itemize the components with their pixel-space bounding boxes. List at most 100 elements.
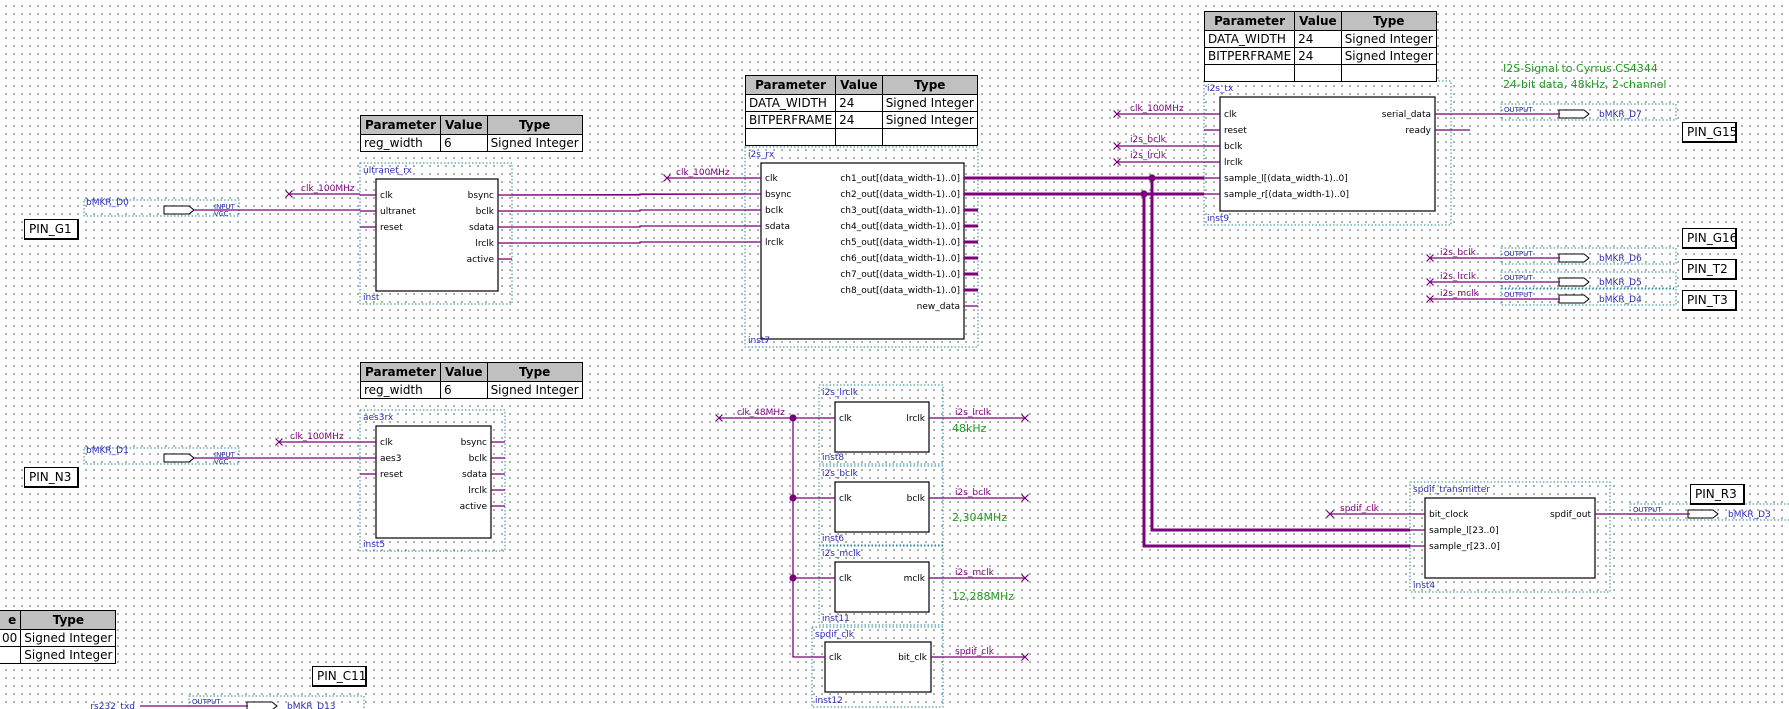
pin-n3[interactable]: PIN_N3	[24, 467, 79, 488]
port-in-label: clk	[839, 414, 852, 424]
param-header: Parameter	[1203, 11, 1296, 31]
value-header: Value	[440, 115, 488, 135]
block-aes3rx-title: aes3rx	[363, 413, 394, 423]
block-i2s-tx-box	[1219, 96, 1436, 212]
port-out-label: lrclk	[906, 414, 925, 424]
net-label: clk_100MHz	[1130, 104, 1184, 114]
param-value: 24	[1294, 47, 1342, 65]
param-type: Signed Integer	[20, 629, 117, 647]
port-in-label: clk	[380, 438, 393, 448]
port-in-label: clk	[839, 494, 852, 504]
block-aes3rx-box	[375, 425, 492, 539]
block-i2s-bclk-box	[834, 481, 930, 533]
port-in-label: lrclk	[1224, 158, 1243, 168]
type-header: Type	[1340, 11, 1437, 31]
block-spdif-clk-inst: inst12	[815, 696, 843, 706]
type-header: Type	[881, 75, 978, 95]
param-name: reg_width	[359, 381, 442, 399]
input-pin-frame	[83, 447, 240, 465]
net-end-mark	[1021, 494, 1029, 502]
pin-t2[interactable]: PIN_T2	[1682, 259, 1737, 280]
param-value: 24	[835, 111, 883, 129]
block-ultranet-rx-box	[375, 178, 499, 292]
block-i2s-mclk-box	[834, 561, 930, 613]
input-pin-vcc: VCC	[214, 458, 229, 466]
param-name: DATA_WIDTH	[1203, 30, 1296, 48]
junction-dot	[1140, 190, 1148, 198]
output-pin-shape	[246, 701, 278, 709]
port-out-label: sdata	[462, 470, 487, 480]
port-in-label: sample_l[(data_width-1)..0]	[1224, 174, 1348, 184]
net-label: i2s_bclk	[955, 488, 992, 498]
pin-r3[interactable]: PIN_R3	[1690, 484, 1745, 505]
block-ultranet-rx-inst: inst	[363, 293, 380, 303]
output-pin-frame	[1500, 103, 1677, 121]
param-name: BITPERFRAME	[1203, 47, 1296, 65]
pin-t3[interactable]: PIN_T3	[1682, 290, 1737, 311]
port-out-label: lrclk	[475, 239, 494, 249]
param-empty	[1203, 64, 1296, 82]
output-pin-shape	[1558, 253, 1590, 263]
pin-c11[interactable]: PIN_C11	[312, 666, 367, 687]
port-out-label: ch1_out[(data_width-1)..0]	[840, 174, 960, 184]
param-value: 00	[0, 629, 22, 647]
wire-ultranet-to-rx	[512, 225, 745, 228]
param-type: Signed Integer	[20, 646, 117, 664]
input-pin-shape	[163, 453, 195, 463]
output-pin-net: bMKR_D5	[1599, 278, 1642, 288]
port-out-label: ready	[1405, 126, 1431, 136]
block-i2s-tx-inst: inst9	[1207, 214, 1229, 224]
port-in-label: sample_r[23..0]	[1429, 542, 1500, 552]
output-pin-type: OUTPUT	[1504, 291, 1533, 299]
wire-ultranet-to-rx	[512, 209, 745, 212]
output-pin-type: OUTPUT	[192, 698, 221, 706]
output-pin-net: bMKR_D7	[1599, 110, 1642, 120]
block-i2s-tx-title: i2s_tx	[1207, 84, 1234, 94]
note-freq-bclk: 2,304MHz	[952, 511, 1008, 524]
block-spdif-clk-box	[824, 641, 932, 693]
output-pin-net: bMKR_D4	[1599, 295, 1642, 305]
net-label: i2s_bclk	[1130, 135, 1167, 145]
port-in-label: clk	[839, 574, 852, 584]
port-in-label: clk	[829, 653, 842, 663]
net-end-mark	[1021, 574, 1029, 582]
port-in-label: reset	[380, 223, 403, 233]
block-spdif-clk-frame	[811, 626, 944, 708]
port-in-label: lrclk	[765, 238, 784, 248]
net-rs232: rs232_txd	[90, 702, 135, 709]
param-type: Signed Integer	[1340, 47, 1437, 65]
input-pin-shape	[163, 205, 195, 215]
port-out-label: bsync	[468, 191, 494, 201]
net-label: spdif_clk	[1340, 504, 1380, 514]
output-pin-type: OUTPUT	[1504, 250, 1533, 258]
port-out-label: bclk	[476, 207, 495, 217]
port-in-label: clk	[765, 174, 778, 184]
bus-ch1-to-spdif	[1150, 178, 1410, 532]
wire-clk48-bus	[792, 418, 812, 658]
param-value: 24	[835, 94, 883, 112]
param-empty	[1340, 64, 1437, 82]
port-out-label: bclk	[469, 454, 488, 464]
pin-g15[interactable]: PIN_G15	[1682, 122, 1737, 143]
port-out-label: ch3_out[(data_width-1)..0]	[840, 206, 960, 216]
net-label: clk_100MHz	[676, 168, 730, 178]
junction-dot	[789, 574, 797, 582]
pin-g16[interactable]: PIN_G16	[1682, 228, 1737, 249]
note-freq-mclk: 12,288MHz	[952, 590, 1015, 603]
net-label: i2s_bclk	[1440, 248, 1477, 258]
block-i2s-rx-inst: inst7	[748, 336, 770, 346]
param-header: e	[0, 610, 22, 630]
port-out-label: ch2_out[(data_width-1)..0]	[840, 190, 960, 200]
pin-g1[interactable]: PIN_G1	[24, 219, 79, 240]
port-out-label: active	[460, 502, 488, 512]
net-label: i2s_lrclk	[955, 408, 992, 418]
param-empty	[1294, 64, 1342, 82]
port-in-label: bclk	[765, 206, 784, 216]
net-label: i2s_mclk	[955, 568, 995, 578]
port-out-label: ch7_out[(data_width-1)..0]	[840, 270, 960, 280]
port-in-label: bclk	[1224, 142, 1243, 152]
param-type: Signed Integer	[486, 134, 583, 152]
